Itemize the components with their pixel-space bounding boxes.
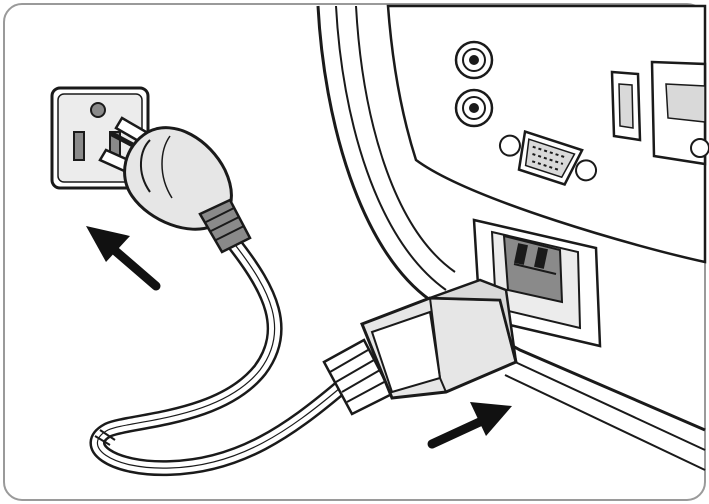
device-bottom-edge-2 (504, 374, 706, 471)
power-cord (89, 238, 348, 477)
device-bottom-edge (499, 354, 706, 451)
outlet-ground-hole (90, 102, 106, 118)
audio-jack-bottom (454, 88, 494, 128)
device-body (316, 4, 709, 471)
device-casing-outline (316, 5, 706, 432)
iec-connector-icon (322, 278, 518, 416)
audio-jack-top (454, 40, 494, 80)
device-casing-inner-line (335, 5, 447, 291)
power-plug-icon (98, 116, 252, 254)
slot-port (610, 70, 642, 142)
arrow-up-left-icon (86, 226, 161, 291)
outlet-slot-left (73, 131, 85, 161)
device-casing-second-line (355, 5, 456, 273)
vga-port (498, 129, 598, 186)
arrow-up-right-icon (427, 402, 512, 449)
partial-port-right (650, 60, 709, 166)
